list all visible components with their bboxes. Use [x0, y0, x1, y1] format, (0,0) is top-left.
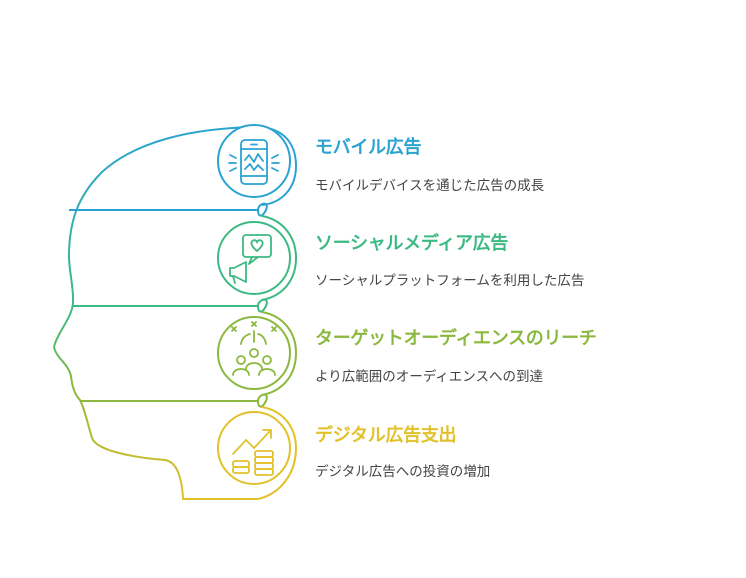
smartphone-icon [228, 139, 280, 185]
item-title-1: モバイル広告 [315, 137, 422, 158]
item-title-3: ターゲットオーディエンスのリーチ [315, 328, 597, 349]
item-desc-1: モバイルデバイスを通じた広告の成長 [315, 178, 545, 194]
item-desc-4: デジタル広告への投資の増加 [315, 464, 491, 480]
item-title-4: デジタル広告支出 [315, 425, 457, 446]
icon-circle-2 [217, 221, 291, 295]
item-title-2: ソーシャルメディア広告 [315, 233, 509, 254]
divider-1 [69, 202, 268, 217]
growth-coins-icon [232, 429, 274, 476]
item-desc-2: ソーシャルプラットフォームを利用した広告 [315, 273, 585, 289]
segment-edge-3 [261, 311, 298, 396]
head-outline [53, 126, 259, 500]
divider-3 [80, 393, 268, 408]
divider-2 [72, 298, 268, 313]
megaphone-heart-icon [229, 234, 272, 284]
icon-circle-3 [217, 316, 291, 390]
segment-edge-2 [261, 215, 298, 301]
item-desc-3: より広範囲のオーディエンスへの到達 [315, 369, 544, 385]
segment-edge-4 [257, 406, 298, 500]
audience-icon [231, 321, 277, 376]
segment-edge-1 [257, 126, 298, 206]
